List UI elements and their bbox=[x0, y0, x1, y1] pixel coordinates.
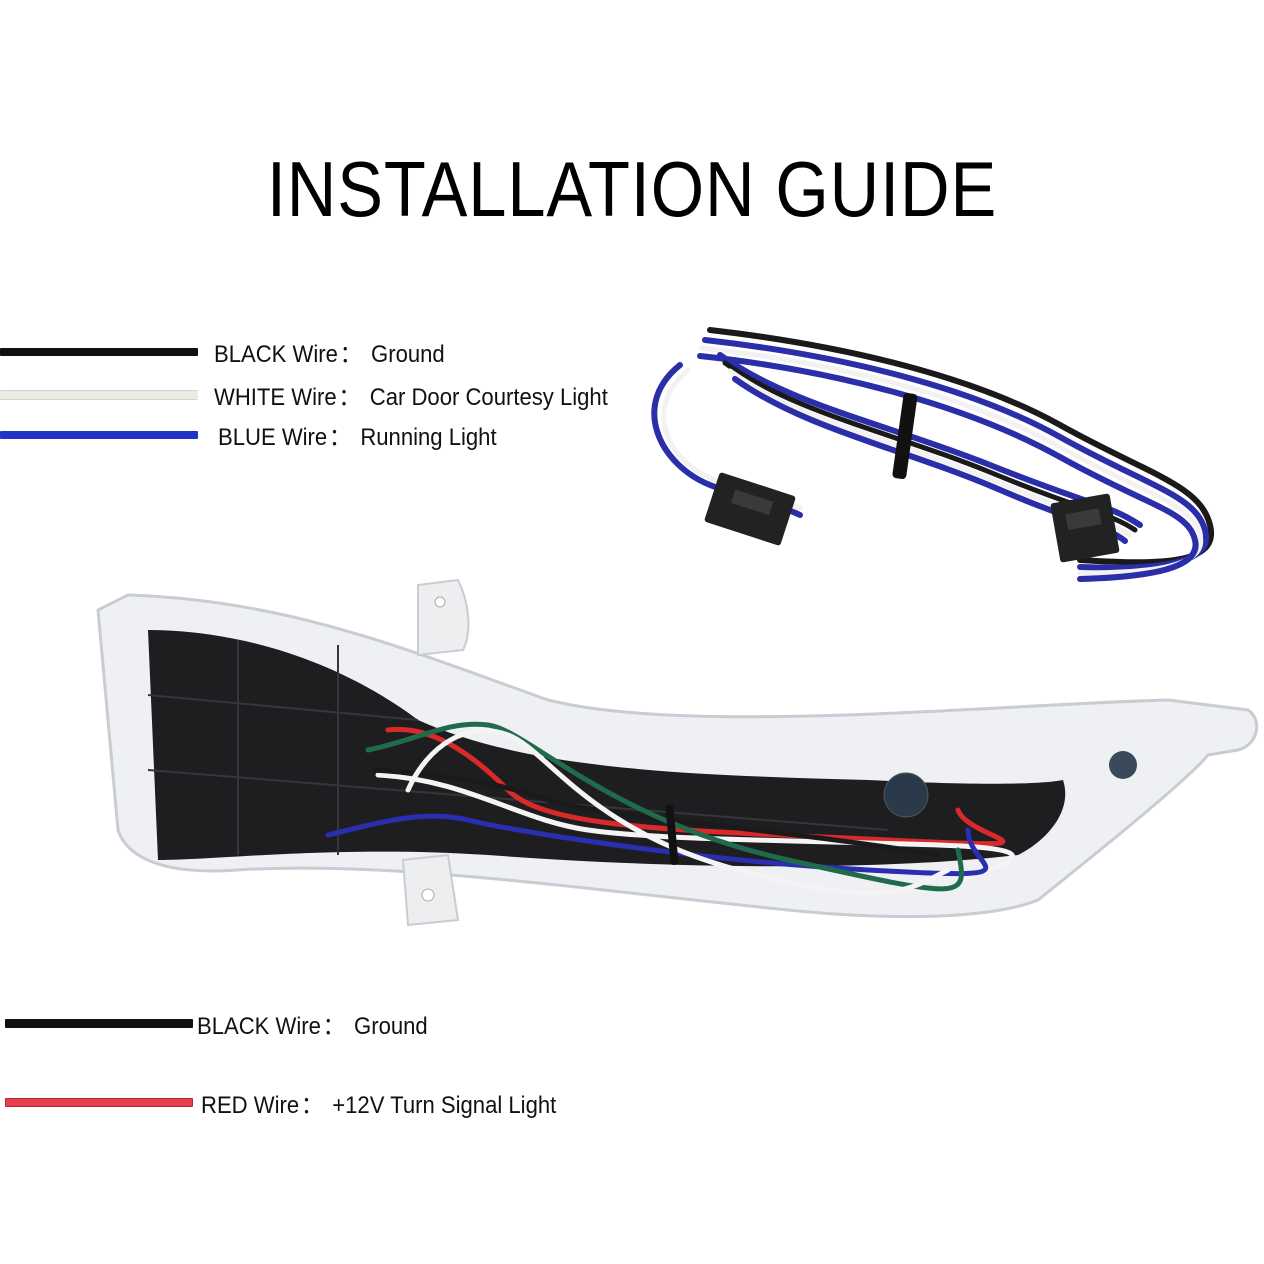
separator: ： bbox=[329, 424, 352, 451]
wire-function: +12V Turn Signal Light bbox=[332, 1092, 557, 1119]
legend-label: BLACK Wire： Ground bbox=[197, 1006, 428, 1041]
wire-name: BLACK Wire bbox=[214, 341, 338, 368]
legend-white-courtesy: WHITE Wire： Car Door Courtesy Light bbox=[0, 377, 642, 412]
legend-blue-running: BLUE Wire： Running Light bbox=[0, 417, 521, 452]
legend-red-turn-signal: RED Wire： +12V Turn Signal Light bbox=[5, 1085, 587, 1120]
connector-left-icon bbox=[704, 472, 796, 546]
wire-name: BLUE Wire bbox=[218, 424, 328, 451]
red-wire-swatch bbox=[5, 1098, 193, 1107]
wire-function: Car Door Courtesy Light bbox=[369, 384, 608, 411]
connector-right-icon bbox=[1050, 493, 1120, 563]
legend-black-ground-top: BLACK Wire： Ground bbox=[0, 334, 465, 369]
blue-wire-swatch bbox=[0, 430, 198, 439]
separator: ： bbox=[338, 384, 361, 411]
wire-name: BLACK Wire bbox=[197, 1013, 321, 1040]
wire-function: Ground bbox=[354, 1013, 428, 1040]
wire-name: WHITE Wire bbox=[214, 384, 337, 411]
legend-label: WHITE Wire： Car Door Courtesy Light bbox=[214, 377, 608, 412]
legend-label: RED Wire： +12V Turn Signal Light bbox=[201, 1085, 556, 1120]
white-wire-swatch bbox=[0, 389, 198, 400]
cable-tie-icon bbox=[892, 392, 918, 480]
page-title: INSTALLATION GUIDE bbox=[266, 145, 998, 233]
black-wire-swatch bbox=[0, 347, 198, 356]
separator: ： bbox=[322, 1013, 345, 1040]
legend-label: BLUE Wire： Running Light bbox=[218, 417, 497, 452]
legend-label: BLACK Wire： Ground bbox=[214, 334, 445, 369]
wire-function: Running Light bbox=[360, 424, 497, 451]
wire-function: Ground bbox=[371, 341, 445, 368]
cable-tie-icon bbox=[665, 805, 679, 865]
turn-signal-lamp-image bbox=[96, 578, 1259, 927]
wire-harness-image bbox=[651, 327, 1215, 582]
separator: ： bbox=[300, 1092, 324, 1119]
wire-name: RED Wire bbox=[201, 1092, 300, 1119]
legend-black-ground-bottom: BLACK Wire： Ground bbox=[5, 1006, 448, 1041]
black-wire-swatch bbox=[5, 1019, 193, 1028]
separator: ： bbox=[339, 341, 362, 368]
